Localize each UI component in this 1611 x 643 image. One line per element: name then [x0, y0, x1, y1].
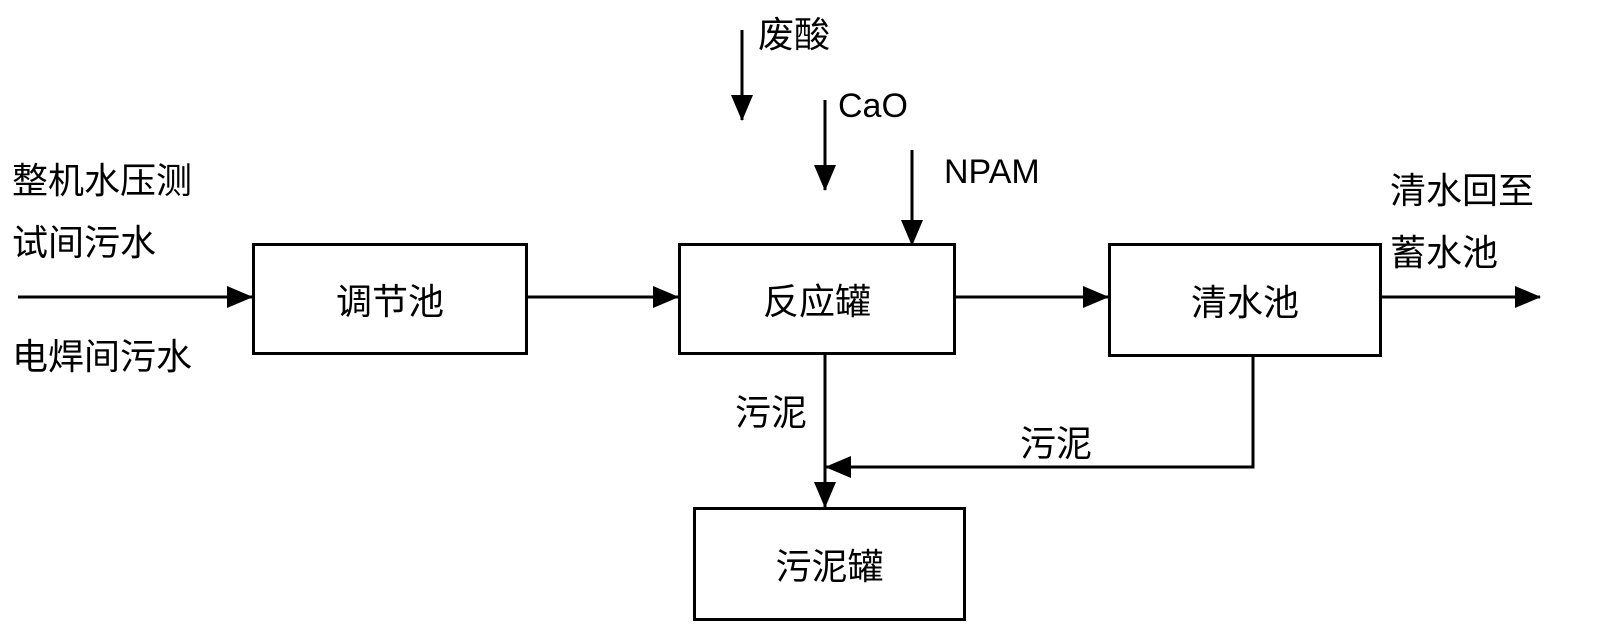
sludge-tank-box: 污泥罐 — [693, 507, 966, 621]
line-clearpool-sludge — [850, 357, 1255, 469]
sludge-label-clearpool: 污泥 — [1020, 424, 1093, 465]
npam-label: NPAM — [944, 153, 1040, 191]
waste-acid-label: 废酸 — [758, 15, 831, 56]
cao-label: CaO — [838, 87, 908, 125]
output-label-line2: 蓄水池 — [1390, 233, 1499, 274]
clear-water-pool-box: 清水池 — [1108, 243, 1382, 357]
sludge-label-reaction: 污泥 — [735, 393, 808, 434]
equalization-tank-box: 调节池 — [252, 243, 528, 355]
input-label-line2: 试间污水 — [12, 223, 157, 264]
input-label-line3: 电焊间污水 — [12, 337, 193, 378]
input-label-line1: 整机水压测 — [12, 161, 193, 202]
reaction-tank-label: 反应罐 — [762, 282, 871, 323]
clear-water-pool-label: 清水池 — [1190, 283, 1299, 324]
output-label-line1: 清水回至 — [1390, 171, 1535, 212]
equalization-tank-label: 调节池 — [335, 282, 444, 323]
sludge-tank-label: 污泥罐 — [775, 547, 884, 588]
reaction-tank-box: 反应罐 — [678, 243, 956, 355]
